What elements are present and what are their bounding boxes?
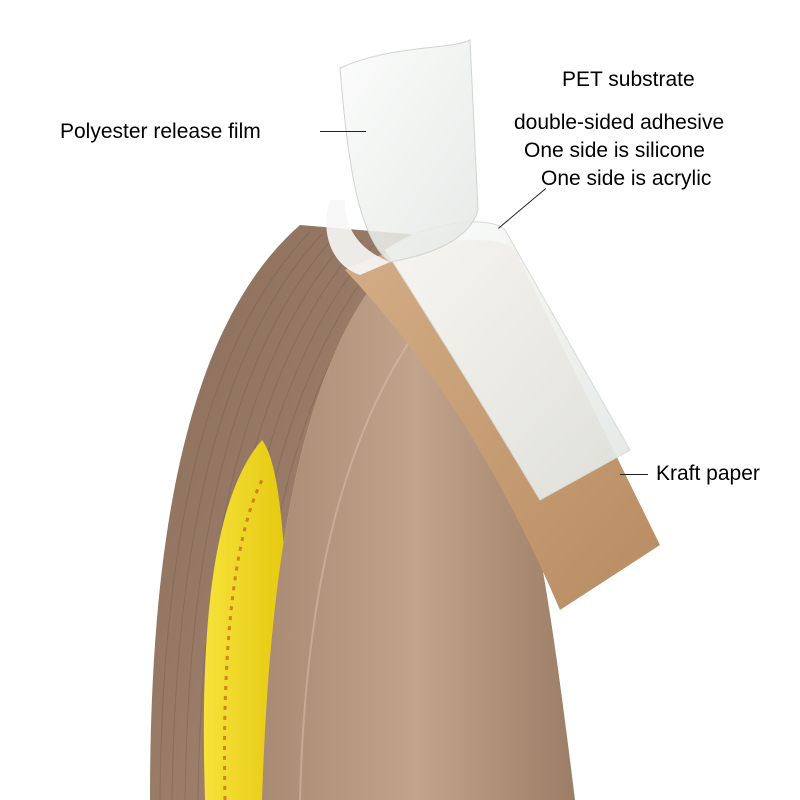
pet-substrate-label: PET substrate xyxy=(562,68,695,91)
release-film-label: Polyester release film xyxy=(60,120,261,143)
release-film-leader xyxy=(320,131,366,132)
release-film-piece xyxy=(339,39,479,263)
kraft-paper-leader xyxy=(620,474,648,475)
kraft-paper-label: Kraft paper xyxy=(656,462,760,485)
acrylic-label: One side is acrylic xyxy=(541,167,712,190)
adhesive-label: double-sided adhesive xyxy=(514,111,725,134)
silicone-label: One side is silicone xyxy=(524,139,705,162)
